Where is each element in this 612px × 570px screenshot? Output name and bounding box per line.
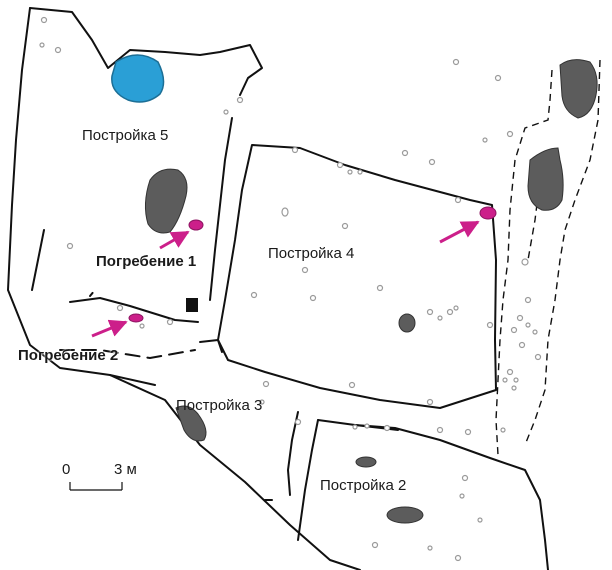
posthole: [39, 42, 45, 48]
partition-walls: [31, 117, 233, 359]
posthole: [454, 196, 462, 204]
posthole: [301, 266, 309, 274]
posthole: [309, 294, 317, 302]
postholes: [39, 16, 542, 562]
posthole: [502, 377, 508, 383]
posthole: [426, 308, 434, 316]
posthole: [446, 308, 454, 316]
posthole: [437, 315, 443, 321]
burial-arrows: [91, 220, 480, 338]
scale-zero-label: 0: [62, 461, 71, 478]
posthole: [534, 353, 542, 361]
posthole: [477, 517, 483, 523]
posthole: [436, 426, 444, 434]
scale-bar: [69, 482, 123, 491]
outer-wall: [7, 7, 361, 570]
posthole: [54, 46, 62, 54]
posthole: [525, 322, 531, 328]
posthole: [336, 161, 344, 169]
posthole: [383, 424, 391, 432]
posthole: [506, 130, 514, 138]
posthole: [357, 169, 363, 175]
dashed-traces: [495, 59, 601, 456]
posthole: [401, 149, 409, 157]
posthole: [494, 74, 502, 82]
posthole: [516, 314, 524, 322]
building-5-label: Постройка 5: [82, 127, 169, 144]
building-4-wall: [217, 144, 497, 409]
posthole: [364, 423, 370, 429]
posthole: [427, 545, 433, 551]
dark-pits: [144, 59, 598, 524]
burial-2-label: Погребение 2: [18, 347, 119, 364]
building-2-label: Постройка 2: [320, 477, 407, 494]
posthole: [371, 541, 379, 549]
posthole: [452, 58, 460, 66]
posthole: [524, 296, 532, 304]
scale-value-label: 3 м: [114, 461, 137, 478]
posthole: [259, 399, 265, 405]
posthole: [348, 381, 356, 389]
posthole: [500, 427, 506, 433]
posthole: [486, 321, 494, 329]
posthole: [454, 554, 462, 562]
posthole: [428, 158, 436, 166]
posthole: [510, 326, 518, 334]
posthole: [262, 380, 270, 388]
posthole: [459, 493, 465, 499]
posthole: [461, 474, 469, 482]
posthole: [532, 329, 538, 335]
posthole: [511, 385, 517, 391]
posthole: [482, 137, 488, 143]
posthole: [116, 304, 124, 312]
building-3-label: Постройка 3: [176, 397, 263, 414]
posthole: [352, 424, 358, 430]
water-pit: [111, 54, 165, 103]
burial-1-label: Погребение 1: [96, 253, 197, 270]
posthole: [521, 258, 529, 266]
posthole: [347, 169, 353, 175]
burial-markers: [128, 206, 497, 323]
posthole: [291, 146, 299, 154]
posthole: [453, 305, 459, 311]
posthole: [426, 398, 434, 406]
posthole: [518, 341, 526, 349]
posthole: [40, 16, 48, 24]
black-marker: [186, 298, 198, 312]
posthole: [341, 222, 349, 230]
posthole: [66, 242, 74, 250]
posthole: [236, 96, 244, 104]
posthole: [250, 291, 258, 299]
posthole: [223, 109, 229, 115]
posthole: [139, 323, 145, 329]
posthole: [513, 377, 519, 383]
building-2-3-walls: [264, 411, 549, 570]
building-4-label: Постройка 4: [268, 245, 355, 262]
posthole: [376, 284, 384, 292]
posthole: [166, 318, 174, 326]
posthole: [294, 418, 302, 426]
posthole: [464, 428, 472, 436]
posthole: [506, 368, 514, 376]
posthole: [281, 207, 289, 217]
